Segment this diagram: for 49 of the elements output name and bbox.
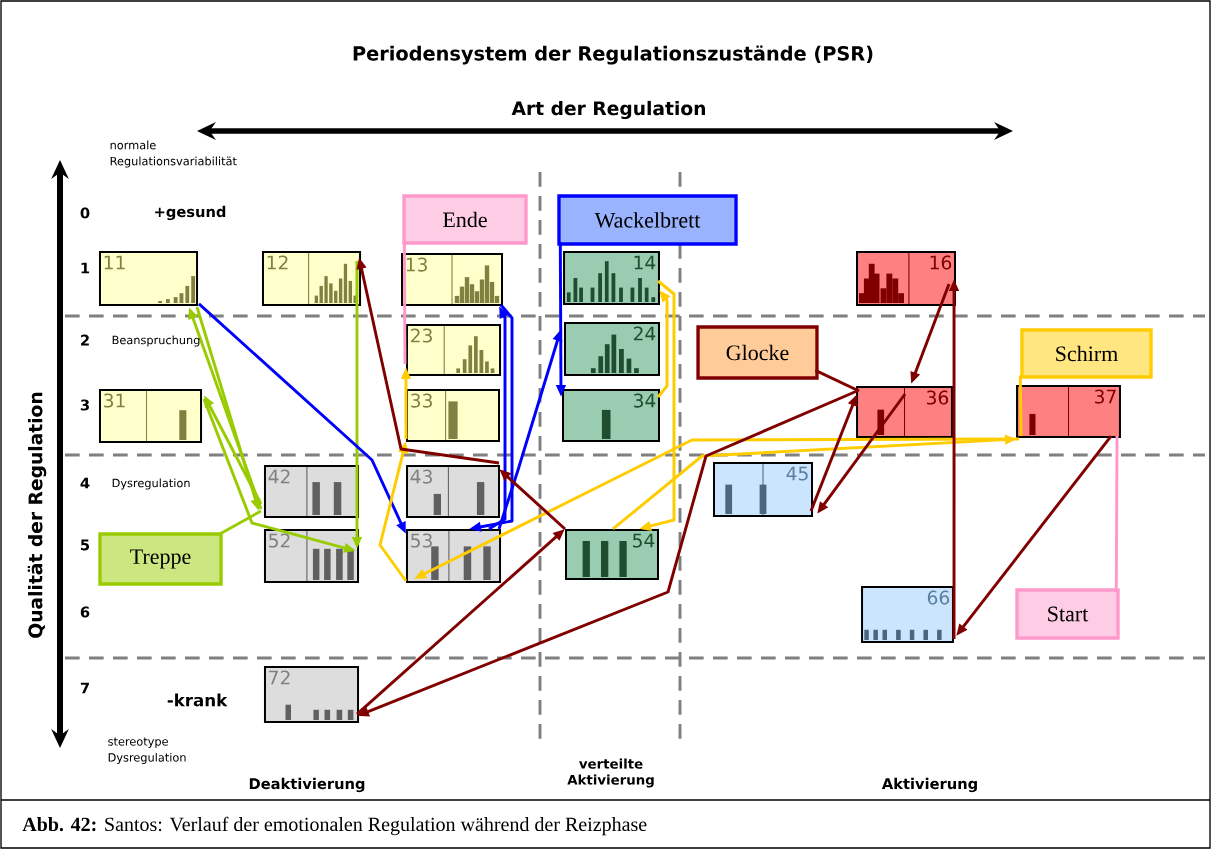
histogram-box: 45: [713, 461, 813, 518]
title: Periodensystem der Regulationszustände (PSR): [353, 45, 873, 65]
row-number: 7: [80, 682, 89, 694]
histogram-box: 14: [563, 251, 660, 305]
histogram-box: 37: [1016, 385, 1121, 438]
histogram-box: 13: [401, 253, 503, 306]
column-label: Aktivierung: [881, 777, 977, 793]
row-label: Dysregulation: [112, 478, 190, 490]
row-label: Beanspruchung: [112, 335, 200, 347]
leader-line: [402, 241, 407, 364]
column-label: verteilte Aktivierung: [567, 758, 654, 788]
histogram-box: 24: [564, 322, 660, 376]
histogram-box: 16: [856, 250, 956, 307]
axis-label: Qualität der Regulation: [27, 392, 47, 638]
histogram-box: 12: [262, 250, 362, 307]
row-number: 4: [80, 477, 90, 489]
axis-label: Art der Regulation: [511, 100, 705, 120]
row-number: 6: [80, 606, 90, 618]
histogram-box: 36: [856, 386, 953, 438]
histogram-box: 23: [405, 324, 502, 376]
histogram-box: 34: [562, 389, 660, 442]
column-label: Deaktivierung: [249, 777, 365, 793]
histogram-box: 43: [406, 465, 500, 518]
callout-box: Wackelbrett: [557, 194, 738, 246]
callout-box: Start: [1015, 588, 1120, 640]
leader-line: [814, 369, 860, 393]
leader-line: [218, 509, 262, 536]
histogram-box: 53: [405, 529, 502, 583]
row-label: -krank: [167, 693, 228, 707]
row-number: 2: [81, 334, 89, 346]
leader-line: [1114, 436, 1119, 589]
callout-box: Glocke: [696, 325, 819, 380]
histogram-box: 31: [98, 389, 203, 443]
histogram-box: 42: [263, 465, 360, 518]
histogram-box: 52: [263, 529, 360, 583]
histogram-box: 54: [565, 528, 659, 581]
histogram-box: 72: [263, 666, 360, 723]
caption: Abb. 42: Santos: Verlauf der emotionalen Regulation während der Reizphase: [22, 816, 647, 836]
leader-line: [1018, 375, 1023, 437]
callout-box: Schirm: [1020, 328, 1153, 379]
callout-box: Ende: [402, 194, 528, 245]
axis-end-label: stereotype Dysregulation: [108, 737, 186, 764]
row-number: 0: [80, 207, 90, 219]
histogram-box: 33: [406, 389, 500, 442]
histogram-box: 11: [98, 250, 199, 307]
histogram-box: 66: [861, 586, 954, 643]
axis-end-label: normale Regulationsvariabilität: [110, 140, 237, 168]
row-label: +gesund: [155, 205, 226, 221]
callout-box: Treppe: [98, 532, 223, 586]
